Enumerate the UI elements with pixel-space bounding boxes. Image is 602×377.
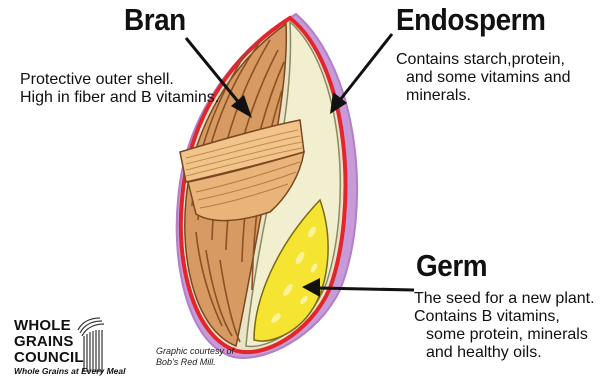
logo-line: GRAINS bbox=[14, 334, 125, 350]
germ-description-line: some protein, minerals bbox=[414, 326, 595, 344]
bran-description-line: Protective outer shell. bbox=[20, 71, 219, 89]
credit-line: Graphic courtesy of bbox=[156, 346, 234, 357]
endosperm-description: Contains starch,protein, and some vitami… bbox=[396, 51, 571, 105]
endosperm-title: Endosperm bbox=[396, 2, 545, 38]
whole-grains-council-logo: WHOLE GRAINS COUNCIL Whole Grains at Eve… bbox=[14, 318, 125, 376]
logo-line: COUNCIL bbox=[14, 350, 125, 366]
endosperm-description-line: and some vitamins and bbox=[396, 69, 571, 87]
endosperm-description-line: Contains starch,protein, bbox=[396, 51, 571, 69]
credit-line: Bob's Red Mill. bbox=[156, 357, 234, 368]
germ-description-line: The seed for a new plant. bbox=[414, 290, 595, 308]
graphic-credit: Graphic courtesy of Bob's Red Mill. bbox=[156, 346, 234, 368]
bran-title: Bran bbox=[124, 2, 186, 38]
endosperm-arrow bbox=[330, 34, 392, 114]
logo-tagline: Whole Grains at Every Meal bbox=[14, 366, 125, 376]
bran-description-line: High in fiber and B vitamins. bbox=[20, 89, 219, 107]
germ-title: Germ bbox=[416, 248, 487, 284]
endosperm-description-line: minerals. bbox=[396, 87, 571, 105]
logo-line: WHOLE bbox=[14, 318, 125, 334]
germ-description-line: and healthy oils. bbox=[414, 344, 595, 362]
bran-description: Protective outer shell. High in fiber an… bbox=[20, 71, 219, 107]
germ-description: The seed for a new plant. Contains B vit… bbox=[414, 290, 595, 362]
germ-arrow bbox=[302, 278, 414, 297]
germ-description-line: Contains B vitamins, bbox=[414, 308, 595, 326]
